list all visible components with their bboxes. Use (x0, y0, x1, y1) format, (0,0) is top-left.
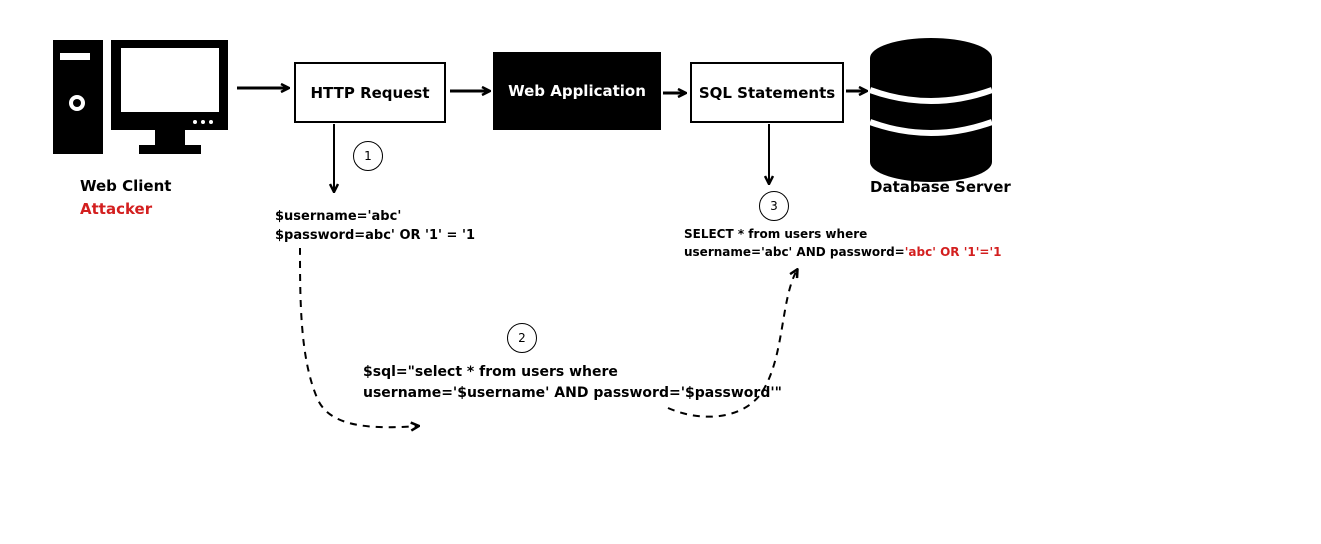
query-line-1: SELECT * from users where (684, 227, 868, 241)
dashed-arrow-template-to-query (667, 270, 797, 418)
sql-template: $sql="select * from users where username… (363, 362, 782, 404)
sql-statements-label: SQL Statements (698, 83, 836, 102)
web-application-box: Web Application (493, 52, 661, 130)
sql-statements-box: SQL Statements (690, 62, 844, 123)
step-badge-3: 3 (759, 191, 789, 221)
web-client-label: Web Client (80, 177, 172, 195)
query-injected-payload: 'abc' OR '1'='1 (904, 245, 1002, 259)
database-server-label: Database Server (870, 178, 1011, 196)
database-icon (868, 38, 994, 182)
query-line-2-prefix: username='abc' AND password= (684, 245, 905, 259)
http-request-box: HTTP Request (294, 62, 446, 123)
attacker-label: Attacker (80, 200, 153, 218)
password-input-line: $password=abc' OR '1' = '1 (275, 228, 476, 243)
http-request-label: HTTP Request (310, 83, 430, 102)
web-application-label: Web Application (508, 82, 646, 100)
step-badge-1: 1 (353, 141, 383, 171)
attacker-input: $username='abc' $password=abc' OR '1' = … (275, 207, 475, 245)
dashed-arrow-input-to-template (299, 247, 418, 427)
sql-template-line-1: $sql="select * from users where (363, 364, 618, 380)
step-badge-2: 2 (507, 323, 537, 353)
query-line-2: username='abc' AND password='abc' OR '1'… (684, 243, 1001, 261)
computer-icon (53, 40, 228, 154)
resulting-query: SELECT * from users where username='abc'… (684, 225, 1001, 261)
username-input-line: $username='abc' (275, 209, 402, 224)
sql-template-line-2: username='$username' AND password='$pass… (363, 385, 782, 401)
